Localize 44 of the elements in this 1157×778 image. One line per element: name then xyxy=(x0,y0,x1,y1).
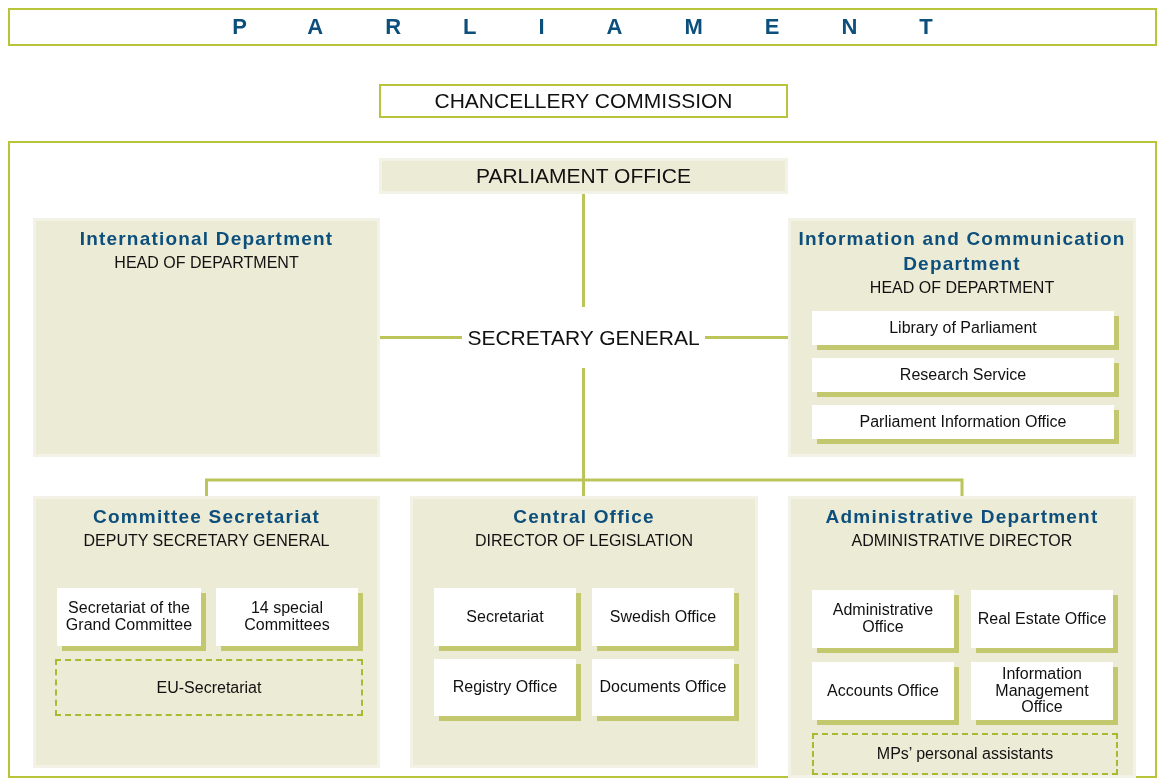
unit-name: PARLIAMENT OFFICE xyxy=(475,164,692,188)
office-name: Research Service xyxy=(899,366,1027,384)
department-name: Administrative Department xyxy=(824,505,1100,529)
connector-line xyxy=(582,368,964,496)
header-box xyxy=(8,8,1157,46)
connector-line xyxy=(705,336,788,339)
header-box xyxy=(379,84,788,118)
office-name: Library of Parliament xyxy=(889,319,1037,337)
department-box xyxy=(788,218,1136,457)
office-name: MPs’ personal assistants xyxy=(876,745,1054,763)
office-name: Secretariat xyxy=(466,608,544,626)
title: PARLIAMENT xyxy=(231,14,995,40)
connector-line xyxy=(582,194,585,307)
office-name: EU-Secretariat xyxy=(156,678,262,697)
role-title: DEPUTY SECRETARY GENERAL xyxy=(82,532,331,550)
frame-box xyxy=(8,141,1157,778)
role-title: HEAD OF DEPARTMENT xyxy=(113,254,300,272)
department-name: International Department xyxy=(78,227,335,251)
office-name: Administrative Office xyxy=(831,602,935,636)
office-name: 14 special Committees xyxy=(243,600,331,634)
dashed-box xyxy=(55,659,363,716)
role-title: SECRETARY GENERAL xyxy=(467,325,700,350)
department-box xyxy=(410,496,758,768)
connector-line xyxy=(380,336,462,339)
office-name: Accounts Office xyxy=(827,682,939,700)
office-name: Secretariat of the Grand Committee xyxy=(64,600,194,634)
role-title: ADMINISTRATIVE DIRECTOR xyxy=(850,532,1074,550)
department-box xyxy=(33,218,380,457)
role-title: DIRECTOR OF LEGISLATION xyxy=(473,532,695,550)
office-name: Real Estate Office xyxy=(977,610,1107,628)
department-box xyxy=(379,158,788,194)
department-name: Committee Secretariat xyxy=(92,505,321,529)
department-box xyxy=(788,496,1136,778)
department-name: Central Office xyxy=(512,505,656,529)
role-title: HEAD OF DEPARTMENT xyxy=(868,279,1056,297)
unit-name: CHANCELLERY COMMISSION xyxy=(434,89,733,113)
office-name: Documents Office xyxy=(599,679,727,696)
dashed-box xyxy=(812,733,1118,775)
office-name: Swedish Office xyxy=(609,608,717,626)
office-name: Information Management Office xyxy=(994,665,1090,717)
department-box xyxy=(33,496,380,768)
office-name: Parliament Information Office xyxy=(859,413,1067,431)
department-name: Information and Communication Department xyxy=(797,227,1127,276)
office-name: Registry Office xyxy=(452,679,558,696)
